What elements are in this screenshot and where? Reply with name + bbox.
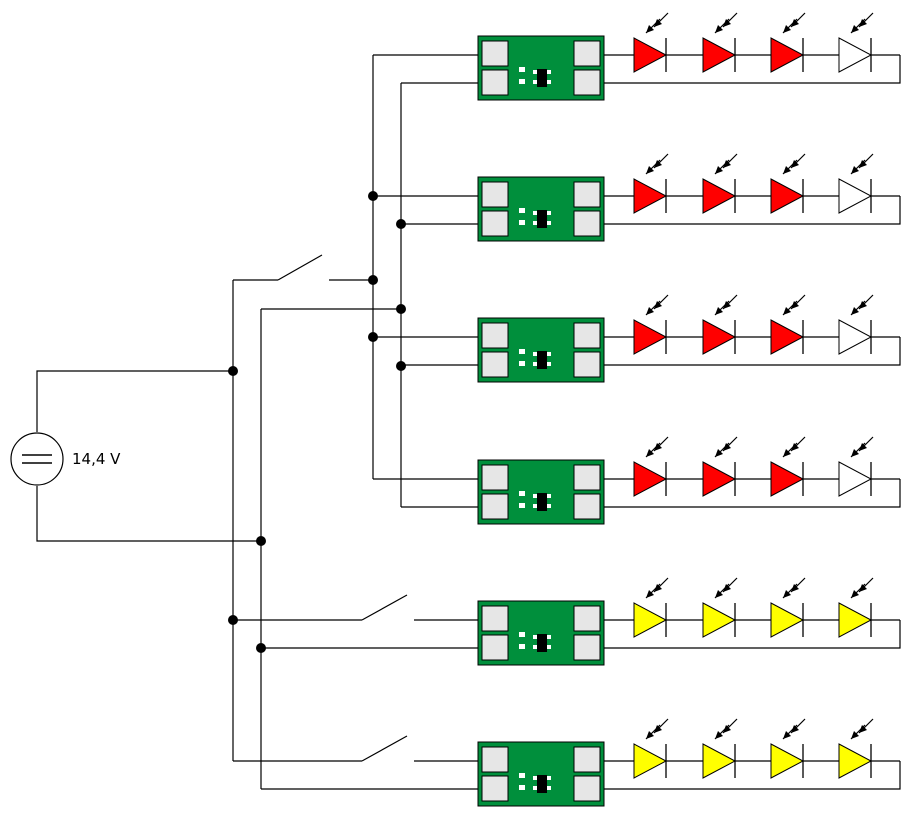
led-yellow <box>702 577 738 638</box>
return-wire <box>604 620 901 649</box>
led-yellow <box>770 577 806 638</box>
driver-board <box>477 176 605 242</box>
led-module-6 <box>477 718 901 807</box>
driver-board <box>477 317 605 383</box>
led-red <box>770 153 806 214</box>
driver-board <box>477 459 605 525</box>
switch-yellow-module-5[interactable] <box>361 594 408 621</box>
switch-yellow-module-6[interactable] <box>361 735 408 762</box>
led-red <box>633 294 669 355</box>
led-red <box>770 294 806 355</box>
led-red <box>702 153 738 214</box>
led-yellow <box>633 718 669 779</box>
driver-board <box>477 741 605 807</box>
power-source <box>10 432 64 486</box>
led-yellow <box>770 718 806 779</box>
red-group-wires <box>233 55 402 507</box>
led-yellow <box>702 718 738 779</box>
led-yellow <box>838 718 874 779</box>
led-module-4 <box>373 436 901 525</box>
led-red <box>702 12 738 73</box>
led-module-1 <box>373 12 901 101</box>
return-wire <box>604 761 901 790</box>
return-wire <box>604 337 901 366</box>
led-yellow <box>838 577 874 638</box>
led-red <box>702 436 738 497</box>
led-yellow <box>633 577 669 638</box>
led-red <box>770 12 806 73</box>
led-module-2 <box>373 153 901 242</box>
led-module-3 <box>373 294 901 383</box>
led-off <box>838 294 874 355</box>
led-off <box>838 12 874 73</box>
led-red <box>770 436 806 497</box>
junctions <box>228 191 406 653</box>
supply-wires <box>36 280 262 789</box>
led-off <box>838 153 874 214</box>
return-wire <box>604 196 901 225</box>
driver-board <box>477 35 605 101</box>
source-voltage-label: 14,4 V <box>72 450 121 468</box>
led-red <box>633 153 669 214</box>
driver-board <box>477 600 605 666</box>
led-red <box>633 12 669 73</box>
led-red <box>702 294 738 355</box>
switch-red-group[interactable] <box>277 254 323 281</box>
modules <box>373 12 901 807</box>
return-wire <box>604 479 901 508</box>
return-wire <box>604 55 901 84</box>
led-off <box>838 436 874 497</box>
led-red <box>633 436 669 497</box>
yellow-group-wires <box>233 619 479 790</box>
led-module-5 <box>477 577 901 666</box>
